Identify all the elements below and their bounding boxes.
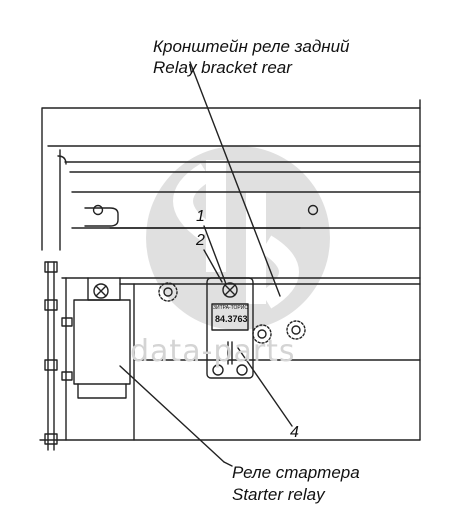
rail-slot-left bbox=[84, 207, 119, 227]
leader-starter-tail bbox=[223, 461, 233, 467]
watermark-logo bbox=[146, 146, 330, 330]
bracket-caption-ru: Кронштейн реле задний bbox=[153, 37, 350, 56]
left-bolt-4 bbox=[44, 433, 58, 445]
starter-relay-mount-1 bbox=[61, 317, 73, 327]
cab-panel-outline bbox=[41, 107, 421, 251]
starter-relay-mount-2 bbox=[61, 371, 73, 381]
bracket-top-screw bbox=[222, 282, 238, 298]
relay-plate-brand: ЗИТРА-ТОРИС bbox=[213, 305, 248, 311]
mounting-hole-1 bbox=[158, 282, 178, 302]
left-bolt-3 bbox=[44, 359, 58, 371]
leader-4 bbox=[237, 347, 293, 427]
left-bolt-1 bbox=[44, 261, 58, 273]
upper-rail bbox=[64, 161, 421, 173]
bracket-bottom-screw-right bbox=[236, 364, 248, 376]
starter-bracket-screw bbox=[93, 283, 109, 299]
leader-1 bbox=[203, 225, 227, 285]
callout-2: 2 bbox=[196, 232, 205, 249]
bracket-bottom-screw-left bbox=[212, 364, 224, 376]
starter-relay-body bbox=[73, 299, 131, 385]
callout-4: 4 bbox=[290, 424, 299, 441]
watermark-text: data-parts bbox=[130, 334, 296, 369]
starter-relay-base bbox=[77, 383, 127, 399]
rail-hole-right bbox=[307, 204, 319, 216]
callout-1: 1 bbox=[196, 208, 205, 225]
leader-2 bbox=[203, 249, 223, 283]
relay-label-plate bbox=[211, 303, 249, 331]
relay-slot bbox=[227, 341, 233, 365]
rail-hole-left bbox=[92, 204, 104, 216]
left-flange bbox=[47, 261, 55, 451]
upper-rail-bevel bbox=[57, 155, 67, 165]
left-bolt-2 bbox=[44, 299, 58, 311]
starter-caption-en: Starter relay bbox=[232, 485, 325, 504]
starter-caption-ru: Реле стартера bbox=[232, 463, 360, 482]
rear-relay-bracket-plate bbox=[206, 277, 254, 379]
mounting-hole-3 bbox=[286, 320, 306, 340]
leader-bracket bbox=[189, 61, 281, 297]
relay-plate-model: 84.3763 bbox=[215, 314, 248, 324]
bracket-caption-en: Relay bracket rear bbox=[153, 58, 292, 77]
leader-starter bbox=[119, 365, 225, 463]
